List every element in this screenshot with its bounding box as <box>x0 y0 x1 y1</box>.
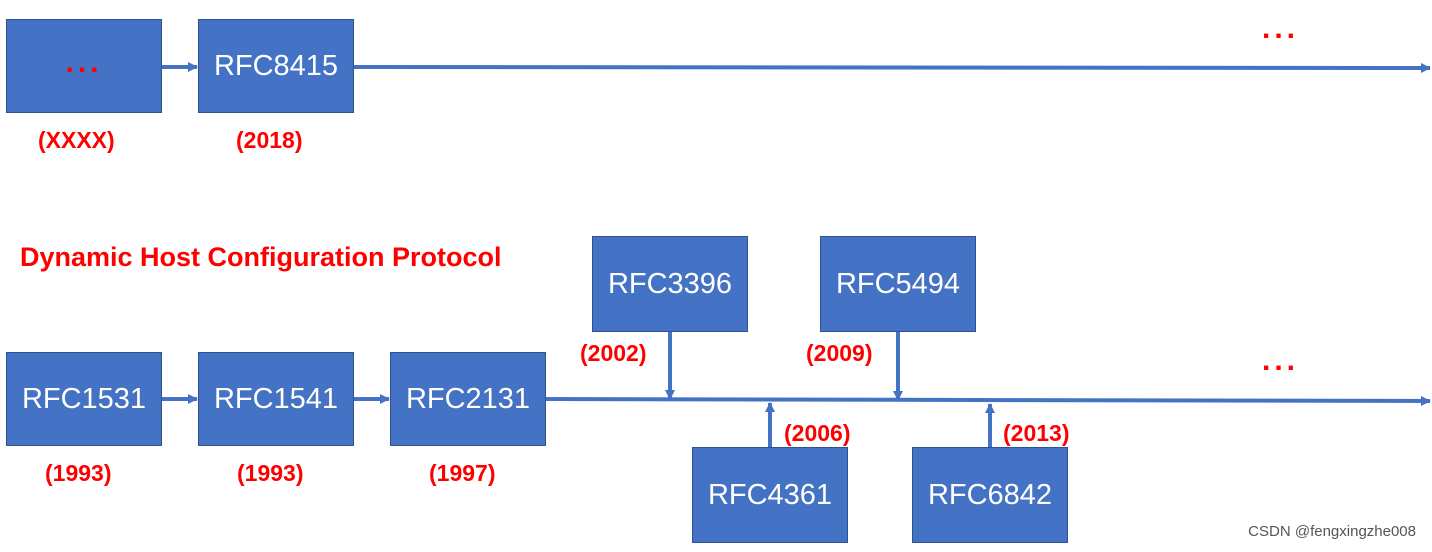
rfc-box-label: ... <box>65 46 103 79</box>
rfc-box-label: RFC5494 <box>835 267 961 300</box>
timeline-top-line <box>353 62 1431 73</box>
rfc-box-rfc8415: RFC8415 <box>198 19 354 113</box>
year-label-rfc4361: (2006) <box>784 420 851 446</box>
rfc-box-rfc1531: RFC1531 <box>6 352 162 446</box>
timeline-bottom-line <box>545 395 1431 406</box>
continuation-ellipsis-top: ... <box>1262 12 1300 45</box>
year-label-rfc8415: (2018) <box>236 127 303 153</box>
year-label-xxxx: (XXXX) <box>38 127 115 153</box>
watermark: CSDN @fengxingzhe008 <box>1248 523 1416 540</box>
rfc-box-label: RFC6842 <box>927 478 1053 511</box>
rfc-box-label: RFC4361 <box>707 478 833 511</box>
protocol-title: Dynamic Host Configuration Protocol <box>20 242 502 272</box>
rfc-box-label: RFC8415 <box>213 49 339 82</box>
year-label-rfc6842: (2013) <box>1003 420 1070 446</box>
rfc-box-rfc1541: RFC1541 <box>198 352 354 446</box>
rfc-box-rfc4361: RFC4361 <box>692 447 848 543</box>
year-label-rfc3396: (2002) <box>580 340 647 366</box>
rfc-box-label: RFC3396 <box>607 267 733 300</box>
year-label-rfc5494: (2009) <box>806 340 873 366</box>
rfc-box-rfc5494: RFC5494 <box>820 236 976 332</box>
year-label-rfc1541: (1993) <box>237 460 304 486</box>
continuation-ellipsis-bottom: ... <box>1262 344 1300 377</box>
rfc-box-label: RFC2131 <box>405 382 531 415</box>
rfc-box-label: RFC1541 <box>213 382 339 415</box>
rfc-box-rfc3396: RFC3396 <box>592 236 748 332</box>
rfc-box-xxxx: ... <box>6 19 162 113</box>
rfc-box-label: RFC1531 <box>21 382 147 415</box>
rfc-box-rfc2131: RFC2131 <box>390 352 546 446</box>
year-label-rfc1531: (1993) <box>45 460 112 486</box>
year-label-rfc2131: (1997) <box>429 460 496 486</box>
rfc-box-rfc6842: RFC6842 <box>912 447 1068 543</box>
